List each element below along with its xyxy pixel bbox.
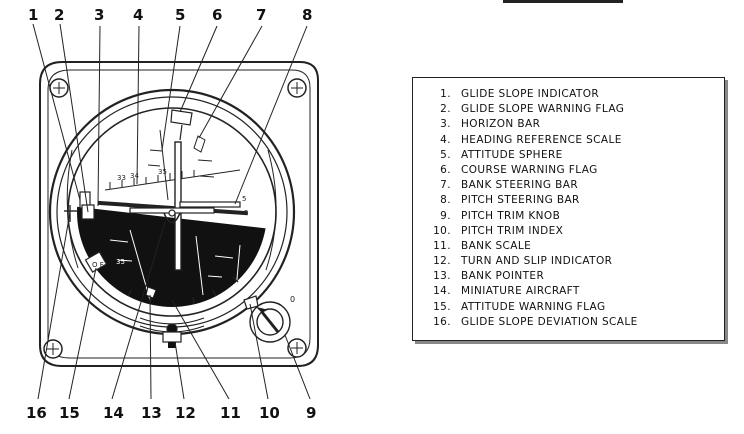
legend-list: 1. GLIDE SLOPE INDICATOR 2. GLIDE SLOPE WA… xyxy=(421,87,724,330)
legend-item: 14. MINIATURE AIRCRAFT xyxy=(421,284,724,299)
legend-number: 9. xyxy=(440,209,451,222)
callout-number: 12 xyxy=(175,404,196,422)
screw-top-left-icon xyxy=(49,78,69,98)
legend-text: PITCH TRIM KNOB xyxy=(461,209,561,222)
legend-number: 3. xyxy=(440,118,451,131)
callout-number: 16 xyxy=(26,404,47,422)
screw-bottom-right-icon xyxy=(287,338,307,358)
pitch-trim-knob[interactable] xyxy=(249,301,291,343)
callout-number: 3 xyxy=(94,6,104,24)
callout-number: 9 xyxy=(306,404,316,422)
legend-number: 16. xyxy=(433,315,451,328)
legend-text: MINIATURE AIRCRAFT xyxy=(461,285,580,298)
legend-number: 10. xyxy=(433,224,451,237)
legend-item: 3. HORIZON BAR xyxy=(421,117,724,132)
legend-text: ATTITUDE SPHERE xyxy=(461,148,563,161)
pitch-trim-knob-label: 0 xyxy=(290,295,295,304)
legend-item: 9. PITCH TRIM KNOB xyxy=(421,209,724,224)
legend-item: 10. PITCH TRIM INDEX xyxy=(421,224,724,239)
heading-scale-label: 34 xyxy=(130,172,139,180)
legend-text: BANK SCALE xyxy=(461,239,532,252)
callout-number: 13 xyxy=(141,404,162,422)
miniature-aircraft xyxy=(129,207,215,224)
top-edge-bar xyxy=(503,0,623,3)
callout-number: 4 xyxy=(133,6,143,24)
course-warning-flag xyxy=(170,109,193,141)
legend-item: 15. ATTITUDE WARNING FLAG xyxy=(421,300,724,315)
heading-reference-scale xyxy=(104,169,241,191)
legend-number: 5. xyxy=(440,148,451,161)
pitch-scale-label: 5 xyxy=(242,195,246,203)
legend-item: 6. COURSE WARNING FLAG xyxy=(421,163,724,178)
legend-text: HEADING REFERENCE SCALE xyxy=(461,133,622,146)
legend-text: BANK STEERING BAR xyxy=(461,179,579,192)
legend-number: 8. xyxy=(440,194,451,207)
legend-text: GLIDE SLOPE INDICATOR xyxy=(461,88,600,100)
callout-number: 14 xyxy=(103,404,124,422)
callout-number: 11 xyxy=(220,404,241,422)
legend-item: 5. ATTITUDE SPHERE xyxy=(421,148,724,163)
legend-text: PITCH TRIM INDEX xyxy=(461,224,564,237)
legend-text: TURN AND SLIP INDICATOR xyxy=(461,255,613,268)
sphere-lower-label: 35 xyxy=(116,258,125,266)
callout-number: 5 xyxy=(175,6,185,24)
bank-steering-pointer xyxy=(193,135,206,153)
legend-number: 1. xyxy=(440,88,451,100)
legend-number: 15. xyxy=(433,300,451,313)
callout-number: 6 xyxy=(212,6,222,24)
heading-scale-label: 33 xyxy=(117,174,126,182)
legend-box: 1. GLIDE SLOPE INDICATOR 2. GLIDE SLOPE WA… xyxy=(412,77,725,341)
svg-text:O F: O F xyxy=(92,261,104,269)
legend-item: 7. BANK STEERING BAR xyxy=(421,178,724,193)
legend-item: 12. TURN AND SLIP INDICATOR xyxy=(421,254,724,269)
pitch-steering-bar xyxy=(179,201,241,208)
legend-number: 7. xyxy=(440,179,451,192)
legend-text: HORIZON BAR xyxy=(461,118,541,131)
legend-number: 11. xyxy=(433,239,451,252)
legend-item: 16. GLIDE SLOPE DEVIATION SCALE xyxy=(421,315,724,330)
legend-item: 1. GLIDE SLOPE INDICATOR xyxy=(421,87,724,102)
legend-text: BANK POINTER xyxy=(461,270,545,283)
turn-needle xyxy=(168,342,176,348)
legend-item: 11. BANK SCALE xyxy=(421,239,724,254)
legend-number: 2. xyxy=(440,103,451,116)
legend-item: 2. GLIDE SLOPE WARNING FLAG xyxy=(421,102,724,117)
legend-text: PITCH STEERING BAR xyxy=(461,194,580,207)
legend-item: 13. BANK POINTER xyxy=(421,269,724,284)
screw-bottom-left-icon xyxy=(43,339,63,359)
legend-item: 4. HEADING REFERENCE SCALE xyxy=(421,133,724,148)
legend-item: 8. PITCH STEERING BAR xyxy=(421,193,724,208)
heading-scale-label: 35 xyxy=(158,168,167,176)
legend-text: GLIDE SLOPE DEVIATION SCALE xyxy=(461,315,638,328)
leader-lines xyxy=(32,23,311,400)
callout-number: 10 xyxy=(259,404,280,422)
legend-text: GLIDE SLOPE WARNING FLAG xyxy=(461,103,625,116)
legend-text: ATTITUDE WARNING FLAG xyxy=(461,300,606,313)
legend-number: 14. xyxy=(433,285,451,298)
legend-number: 4. xyxy=(440,133,451,146)
legend-text: COURSE WARNING FLAG xyxy=(461,163,598,176)
screw-top-right-icon xyxy=(287,78,307,98)
legend-number: 6. xyxy=(440,163,451,176)
legend-number: 12. xyxy=(433,255,451,268)
glide-slope-deviation-scale xyxy=(64,205,78,222)
bank-pointer xyxy=(145,286,157,299)
attitude-warning-flag: O F xyxy=(84,251,108,273)
callout-number: 2 xyxy=(54,6,64,24)
callout-number: 7 xyxy=(256,6,266,24)
legend-number: 13. xyxy=(433,270,451,283)
callout-number: 8 xyxy=(302,6,312,24)
callout-number: 1 xyxy=(28,6,38,24)
callout-number: 15 xyxy=(59,404,80,422)
